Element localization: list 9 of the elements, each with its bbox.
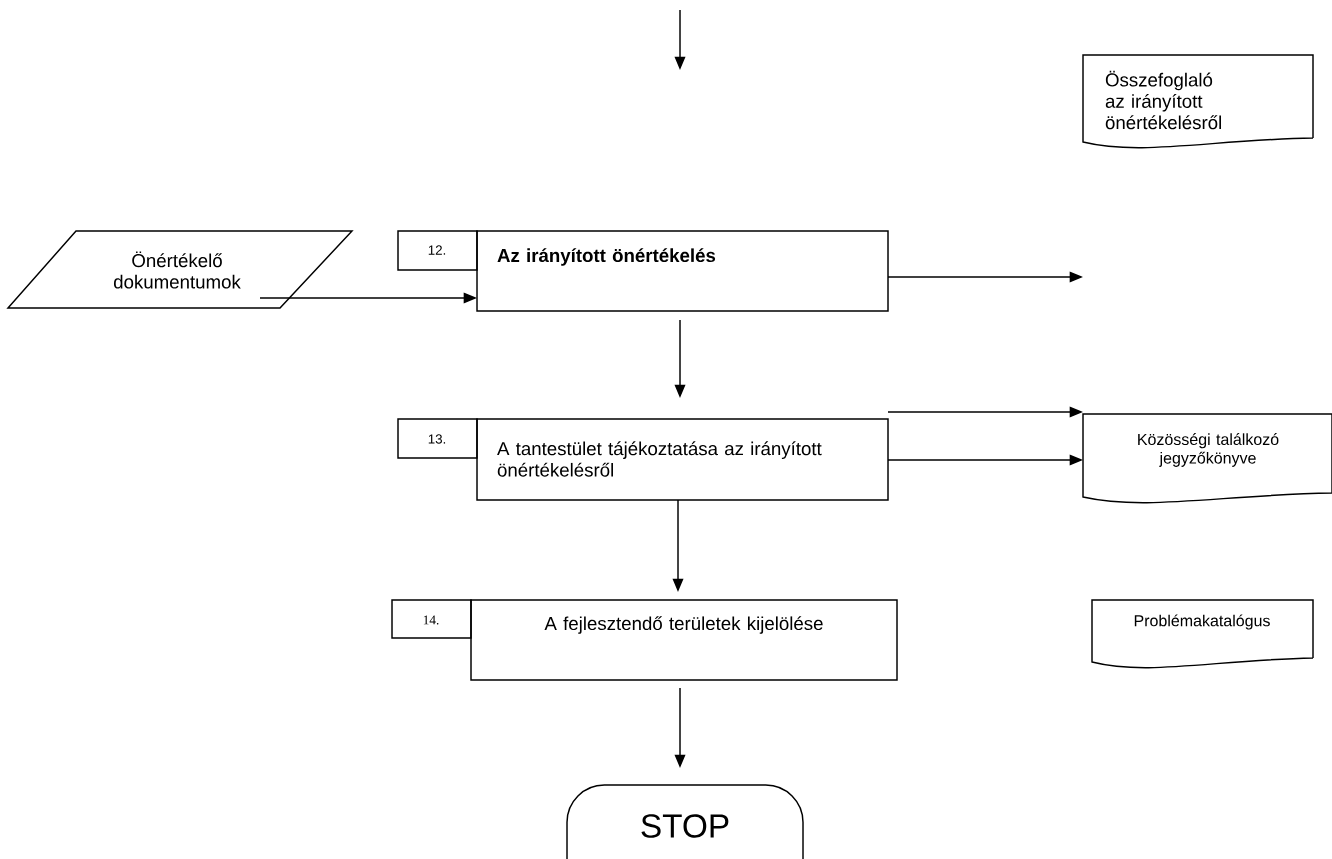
document-shape: Problémakatalógus <box>1091 599 1314 669</box>
step-number-box: 13. <box>397 418 478 459</box>
step-number-box: 12. <box>397 230 478 271</box>
process-box: A fejlesztendő területek kijelölése <box>470 599 898 681</box>
process-box: Az irányított önértékelés <box>476 230 889 312</box>
document-shape: Összefoglaló az irányított önértékelésről <box>1082 54 1314 149</box>
document-shape: Közösségi találkozó jegyzőkönyve <box>1082 413 1332 504</box>
step-number-box: 14. <box>391 599 472 639</box>
process-box: A tantestület tájékoztatása az irányított önértékelésről <box>476 418 889 501</box>
